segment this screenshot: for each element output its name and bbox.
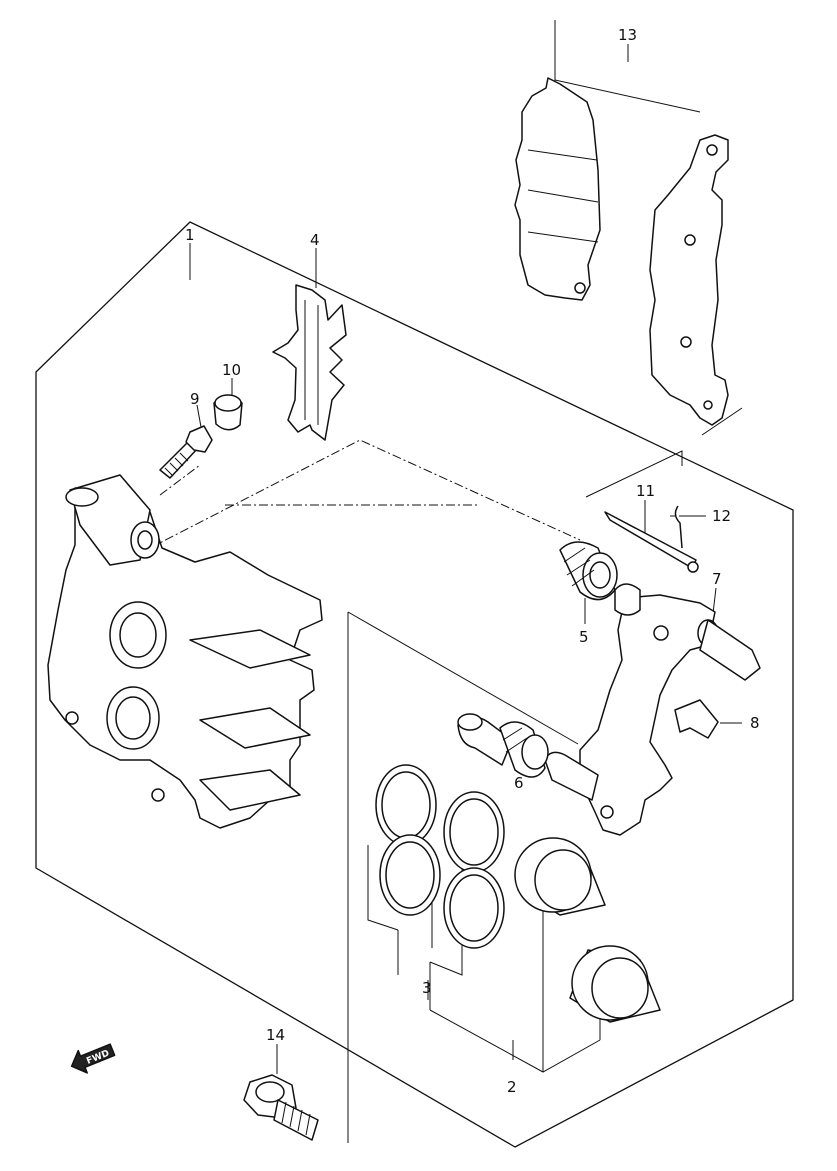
center-lines — [149, 439, 581, 549]
bracket-spring — [674, 699, 719, 739]
callout-10: 10 — [222, 361, 241, 379]
callout-3: 3 — [422, 979, 432, 997]
pin-clip — [674, 505, 683, 549]
callout-13: 13 — [618, 26, 637, 44]
callout-5: 5 — [579, 628, 589, 646]
pad-spring — [272, 284, 347, 441]
brake-pad-set — [514, 77, 743, 436]
bleeder-valve — [159, 425, 213, 479]
callout-4: 4 — [310, 231, 320, 249]
caliper-bracket — [544, 583, 761, 836]
mounting-bolt — [243, 1074, 319, 1141]
leader-lines — [189, 20, 742, 1143]
callout-14: 14 — [266, 1026, 285, 1044]
bleeder-cap — [213, 394, 243, 431]
callout-labels: 1 2 3 4 5 6 7 8 9 10 11 12 13 14 — [185, 26, 760, 1096]
pin-boot — [559, 541, 618, 601]
callout-6: 6 — [514, 774, 524, 792]
fwd-arrow-icon: FWD — [70, 1043, 116, 1074]
piston-set — [514, 837, 661, 1023]
callout-7: 7 — [712, 570, 722, 588]
pad-pin — [604, 511, 699, 573]
caliper-body — [47, 474, 323, 829]
callout-1: 1 — [185, 226, 195, 244]
fwd-label: FWD — [85, 1049, 111, 1067]
callout-9: 9 — [190, 390, 200, 408]
callout-12: 12 — [712, 507, 731, 525]
assembly-outline — [35, 221, 794, 1148]
slide-pin — [457, 713, 549, 778]
piston-seal-set — [375, 764, 505, 949]
callout-11: 11 — [636, 482, 655, 500]
callout-8: 8 — [750, 714, 760, 732]
callout-2: 2 — [507, 1078, 517, 1096]
